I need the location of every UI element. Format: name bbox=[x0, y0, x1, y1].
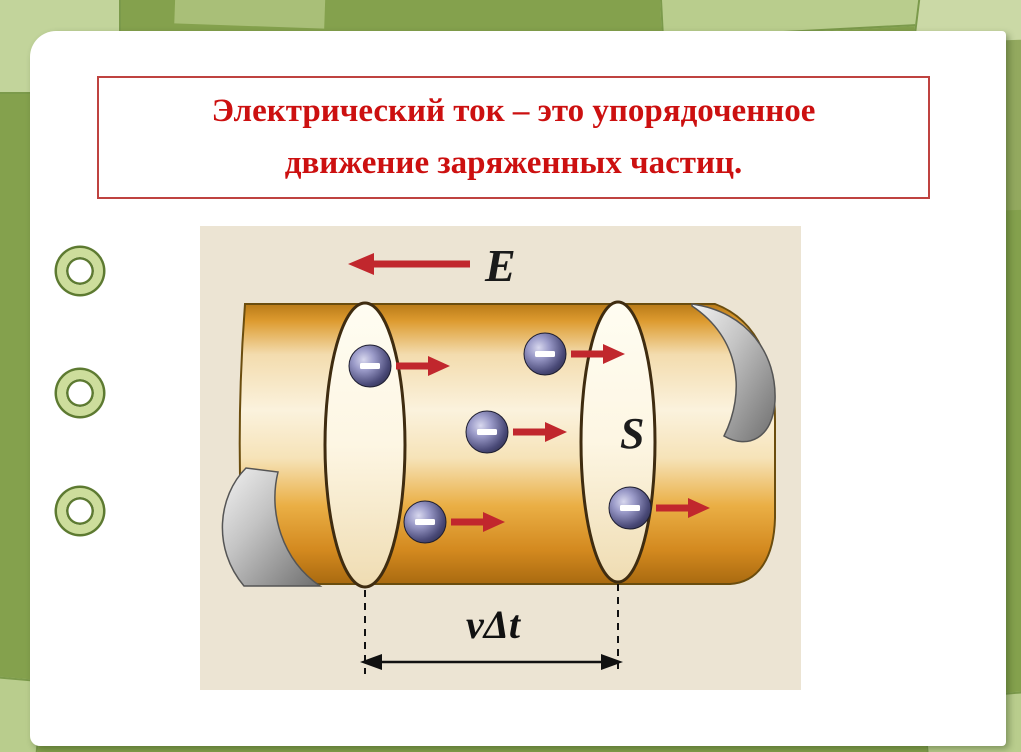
current-diagram-svg: E S bbox=[200, 226, 801, 690]
electron-icon bbox=[465, 410, 509, 454]
bullet-ring bbox=[57, 370, 103, 416]
slide-canvas: Электрический ток – это упорядоченное дв… bbox=[30, 31, 1006, 746]
slide-title-box: Электрический ток – это упорядоченное дв… bbox=[97, 76, 930, 199]
bullet-ring bbox=[57, 488, 103, 534]
distance-arrow bbox=[360, 654, 623, 670]
electron-velocity-arrow bbox=[451, 512, 505, 532]
bullet-ring bbox=[57, 248, 103, 294]
slide-title-line-1: Электрический ток – это упорядоченное bbox=[211, 93, 816, 130]
tube-left-twist bbox=[221, 467, 323, 587]
electron-velocity-arrow bbox=[571, 344, 625, 364]
current-diagram: E S bbox=[200, 226, 801, 690]
cross-section-label: S bbox=[620, 409, 644, 458]
electron-icon bbox=[403, 500, 447, 544]
slide-title-line-2: движение заряженных частиц. bbox=[284, 144, 743, 181]
electron-velocity-arrow bbox=[513, 422, 567, 442]
decor-shape bbox=[174, 0, 326, 29]
distance-label: vΔt bbox=[466, 602, 522, 647]
conductor-tube bbox=[238, 303, 776, 585]
electron-icon bbox=[348, 344, 392, 388]
electron-velocity-arrow bbox=[396, 356, 450, 376]
e-field-label: E bbox=[484, 240, 516, 291]
e-field-arrow bbox=[348, 253, 470, 275]
electron-velocity-arrow bbox=[656, 498, 710, 518]
electron-icon bbox=[523, 332, 567, 376]
electron-icon bbox=[608, 486, 652, 530]
tube-right-twist bbox=[691, 303, 776, 443]
